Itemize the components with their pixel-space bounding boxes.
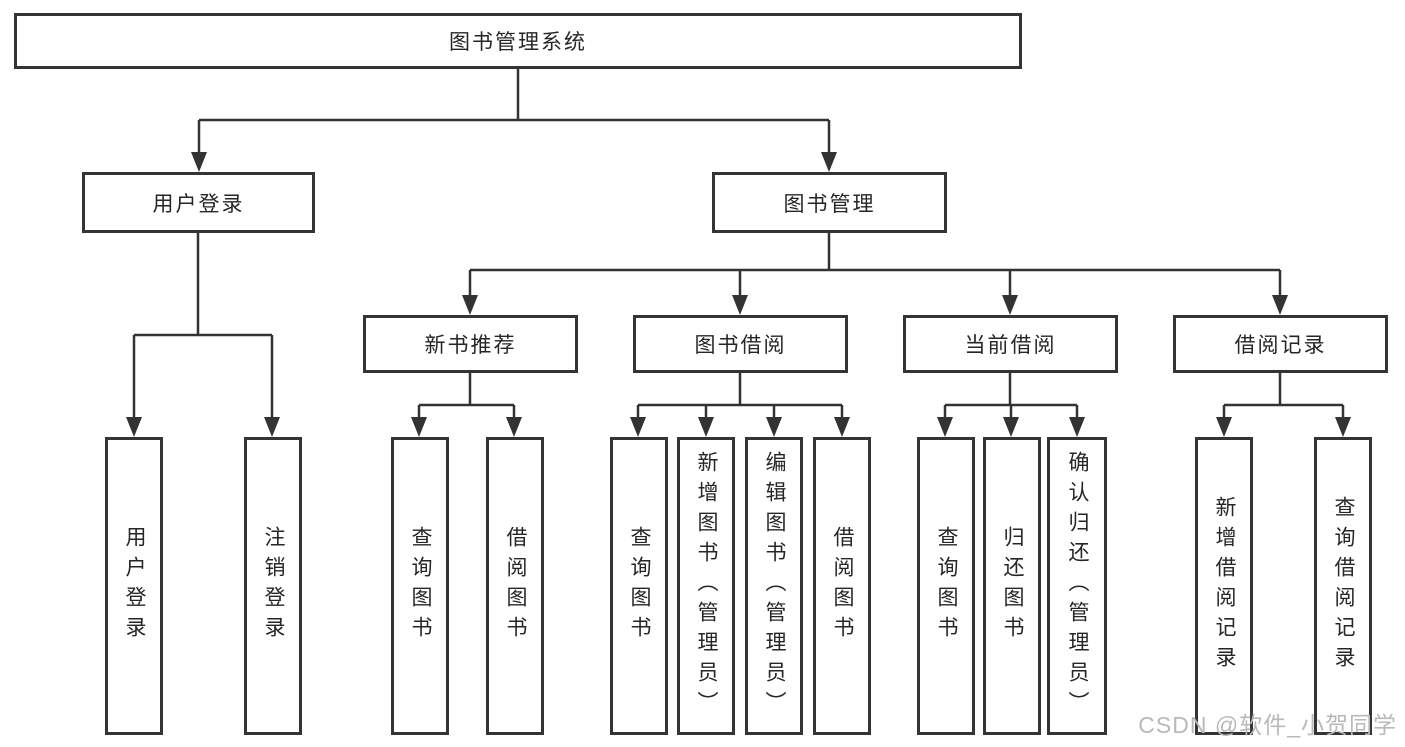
leaf-edit-books-admin: 编辑图书（管理员） — [745, 437, 803, 735]
leaf-confirm-return-admin: 确认归还（管理员） — [1047, 437, 1107, 735]
leaf-borrow-books-borrowing: 借阅图书 — [813, 437, 871, 735]
leaf-query-books-borrowing: 查询图书 — [610, 437, 668, 735]
leaf-return-books: 归还图书 — [983, 437, 1041, 735]
leaf-query-books-current: 查询图书 — [917, 437, 975, 735]
node-book-management: 图书管理 — [712, 172, 947, 233]
node-current-borrowing: 当前借阅 — [903, 315, 1118, 373]
arrowheads — [126, 152, 1351, 437]
leaf-query-books-recommend: 查询图书 — [391, 437, 449, 735]
leaf-query-borrow-record: 查询借阅记录 — [1314, 437, 1372, 735]
leaf-borrow-books-recommend: 借阅图书 — [486, 437, 544, 735]
node-new-book-recommendation: 新书推荐 — [363, 315, 578, 373]
leaf-add-books-admin: 新增图书（管理员） — [677, 437, 735, 735]
node-library-management-system: 图书管理系统 — [14, 13, 1022, 69]
node-book-borrowing: 图书借阅 — [633, 315, 848, 373]
leaf-user-login: 用户登录 — [105, 437, 163, 735]
node-user-login: 用户登录 — [82, 172, 315, 233]
leaf-add-borrow-record: 新增借阅记录 — [1195, 437, 1253, 735]
node-borrowing-records: 借阅记录 — [1173, 315, 1388, 373]
csdn-watermark: CSDN @软件_小贺同学 — [1138, 712, 1397, 738]
leaf-logout: 注销登录 — [244, 437, 302, 735]
